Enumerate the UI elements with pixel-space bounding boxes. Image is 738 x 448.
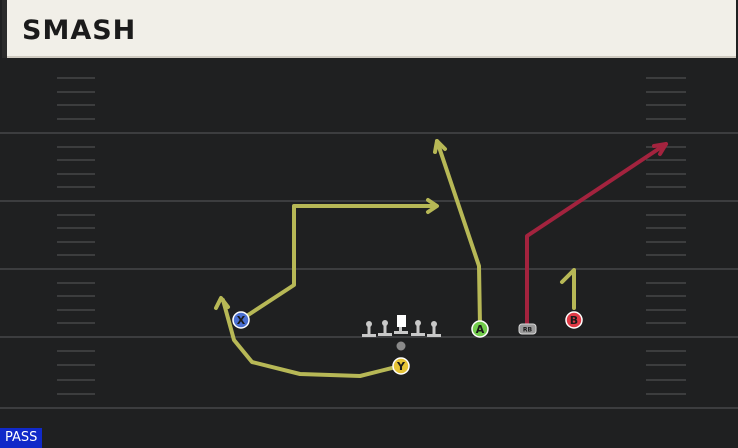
route-a-arrowhead [433, 139, 447, 154]
center [394, 315, 408, 334]
route-y-arrowhead [214, 296, 230, 310]
player-x-label: X [237, 314, 246, 327]
title-banner: SMASH [2, 0, 736, 58]
play-type-badge: PASS [0, 428, 43, 448]
lineman-rg [411, 320, 425, 336]
route-x-arrowhead [426, 198, 439, 214]
player-y-label: Y [396, 360, 406, 373]
title-accent [2, 0, 7, 58]
lineman-lg [378, 320, 392, 336]
yard-lines [0, 132, 738, 409]
route-a [435, 139, 482, 328]
offensive-line [362, 315, 441, 337]
lineman-rt [427, 321, 441, 337]
route-rb [525, 142, 668, 326]
player-rb-label: RB [523, 327, 533, 334]
play-title: SMASH [22, 15, 137, 46]
player-x[interactable]: X [232, 311, 250, 329]
player-a[interactable]: A [471, 320, 489, 338]
player-rb[interactable]: RB [518, 323, 537, 335]
route-b [560, 268, 576, 310]
hash-marks-right [646, 77, 686, 395]
player-y[interactable]: Y [392, 357, 410, 375]
quarterback [396, 341, 406, 351]
route-y [221, 298, 402, 378]
player-b[interactable]: B [565, 311, 583, 329]
lineman-lt [362, 321, 376, 337]
route-x [240, 204, 438, 321]
player-b-label: B [570, 314, 578, 327]
hash-marks-left [57, 77, 95, 395]
route-rb-arrowhead [652, 142, 668, 156]
player-a-label: A [476, 323, 485, 336]
